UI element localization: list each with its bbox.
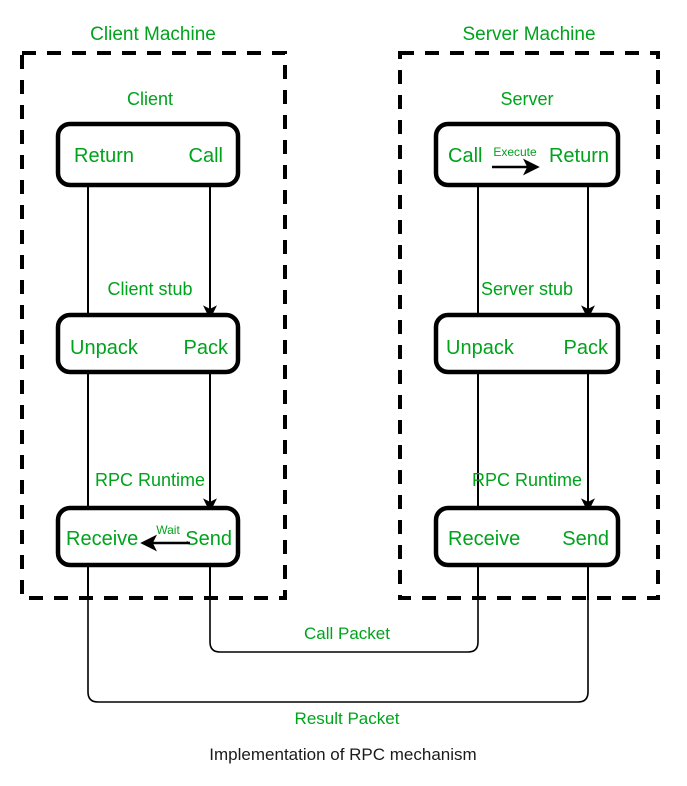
server-stub-unpack-port[interactable]: Unpack (446, 337, 515, 359)
server-machine-group: Server Machine (398, 24, 660, 600)
client-stub-pack-port[interactable]: Pack (184, 337, 229, 359)
client-stub-layer-group[interactable]: Client stub Unpack Pack (55, 279, 241, 375)
server-stub-layer-group[interactable]: Server stub Unpack Pack (433, 279, 621, 375)
client-machine-title: Client Machine (90, 24, 216, 45)
server-runtime-send-port[interactable]: Send (562, 528, 609, 550)
call-packet-path (209, 600, 479, 653)
client-machine-group: Client Machine (20, 24, 287, 600)
client-runtime-receive-port[interactable]: Receive (66, 528, 138, 550)
execute-label: Execute (493, 145, 537, 159)
server-runtime-label: RPC Runtime (472, 470, 582, 490)
server-runtime-box[interactable] (433, 505, 621, 568)
client-stub-label: Client stub (107, 279, 192, 299)
result-packet-group: Result Packet (87, 600, 589, 728)
server-layer-label: Server (500, 89, 553, 109)
figure-caption: Implementation of RPC mechanism (209, 745, 476, 764)
result-packet-label: Result Packet (295, 709, 400, 728)
server-runtime-receive-port[interactable]: Receive (448, 528, 520, 550)
client-stub-box[interactable] (55, 312, 241, 375)
call-packet-group: Call Packet (209, 600, 479, 653)
client-layer-group[interactable]: Client Return Call (55, 89, 241, 188)
client-stub-unpack-port[interactable]: Unpack (70, 337, 139, 359)
client-return-port[interactable]: Return (74, 145, 134, 167)
server-call-port[interactable]: Call (448, 145, 482, 167)
client-runtime-send-port[interactable]: Send (185, 528, 232, 550)
call-packet-label: Call Packet (304, 624, 390, 643)
server-machine-title: Server Machine (462, 24, 595, 45)
server-machine-frame (398, 51, 660, 600)
server-box[interactable] (433, 121, 621, 188)
server-runtime-layer-group[interactable]: RPC Runtime Receive Send (433, 470, 621, 568)
client-machine-frame (20, 51, 287, 600)
client-layer-label: Client (127, 89, 173, 109)
wait-label: Wait (156, 523, 180, 537)
server-stub-label: Server stub (481, 279, 573, 299)
client-call-port[interactable]: Call (189, 145, 223, 167)
result-packet-path (87, 600, 589, 703)
client-runtime-layer-group[interactable]: RPC Runtime Receive Send Wait (55, 470, 241, 568)
server-stub-pack-port[interactable]: Pack (564, 337, 609, 359)
client-box[interactable] (55, 121, 241, 188)
server-return-port[interactable]: Return (549, 145, 609, 167)
server-layer-group[interactable]: Server Call Return Execute (433, 89, 621, 188)
client-runtime-label: RPC Runtime (95, 470, 205, 490)
server-stub-box[interactable] (433, 312, 621, 375)
